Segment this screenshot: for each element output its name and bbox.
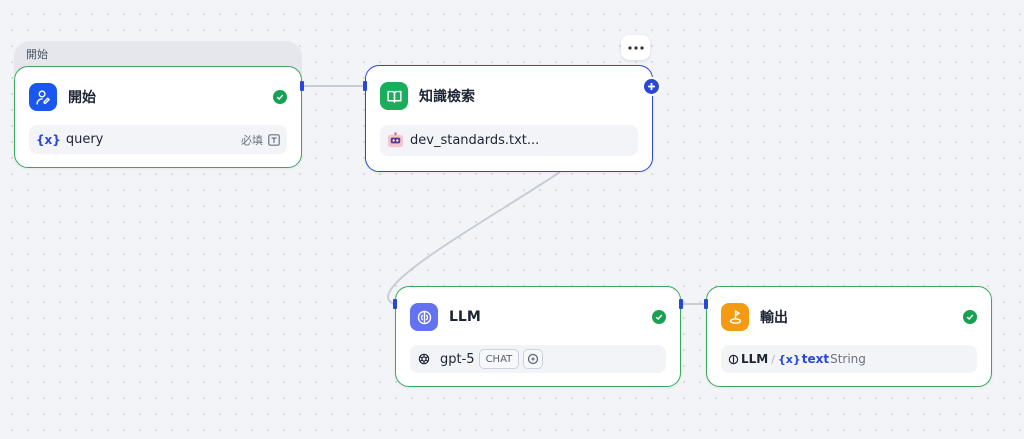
variable-symbol: {x} xyxy=(777,352,801,366)
start-output-handle[interactable] xyxy=(300,81,304,91)
llm-node[interactable]: LLM gpt-5 CHAT xyxy=(395,286,681,387)
brain-icon xyxy=(728,354,739,365)
llm-output-handle[interactable] xyxy=(679,299,683,309)
knowledge-retrieval-node[interactable]: 知識檢索 dev_standards.txt... xyxy=(365,65,653,172)
variable-type: String xyxy=(830,352,866,366)
dataset-name: dev_standards.txt... xyxy=(410,133,540,148)
ref-separator: / xyxy=(771,352,775,366)
node-title: 知識檢索 xyxy=(419,89,475,105)
output-variable-ref[interactable]: LLM / {x} text String xyxy=(721,345,977,373)
source-node-name: LLM xyxy=(741,352,769,366)
llm-input-handle[interactable] xyxy=(393,299,397,309)
edge-knowledge-to-llm xyxy=(387,171,561,305)
plus-circle-icon[interactable] xyxy=(642,77,661,96)
variable-symbol: {x} xyxy=(36,132,61,147)
start-node[interactable]: 開始 {x} query 必填 xyxy=(14,66,302,168)
node-title: LLM xyxy=(449,309,481,325)
knowledge-input-handle[interactable] xyxy=(363,81,367,91)
required-label: 必填 xyxy=(241,133,263,147)
more-horizontal-icon[interactable] xyxy=(621,35,650,60)
book-open-icon xyxy=(380,82,408,110)
group-label: 開始 xyxy=(26,48,48,61)
model-name: gpt-5 xyxy=(440,351,475,367)
check-circle-icon xyxy=(652,310,666,324)
text-field-icon xyxy=(268,133,280,146)
output-input-handle[interactable] xyxy=(704,299,708,309)
robot-dataset-icon xyxy=(387,132,404,149)
start-variable-query[interactable]: {x} query 必填 xyxy=(29,125,287,154)
sparkle-settings-icon[interactable] xyxy=(523,349,544,369)
check-circle-icon xyxy=(963,310,977,324)
node-title: 輸出 xyxy=(760,310,788,326)
llm-model-selector[interactable]: gpt-5 CHAT xyxy=(410,345,666,373)
variable-name: text xyxy=(801,352,830,366)
variable-name: query xyxy=(65,132,104,147)
check-circle-icon xyxy=(273,90,287,104)
dataset-item[interactable]: dev_standards.txt... xyxy=(380,125,638,156)
brain-icon xyxy=(410,303,438,331)
mode-badge: CHAT xyxy=(478,349,520,369)
output-node[interactable]: 輸出 LLM / {x} text String xyxy=(706,286,992,387)
node-title: 開始 xyxy=(68,90,96,106)
output-flag-icon xyxy=(721,303,749,331)
openai-icon xyxy=(417,352,431,366)
user-pen-icon xyxy=(29,83,57,111)
